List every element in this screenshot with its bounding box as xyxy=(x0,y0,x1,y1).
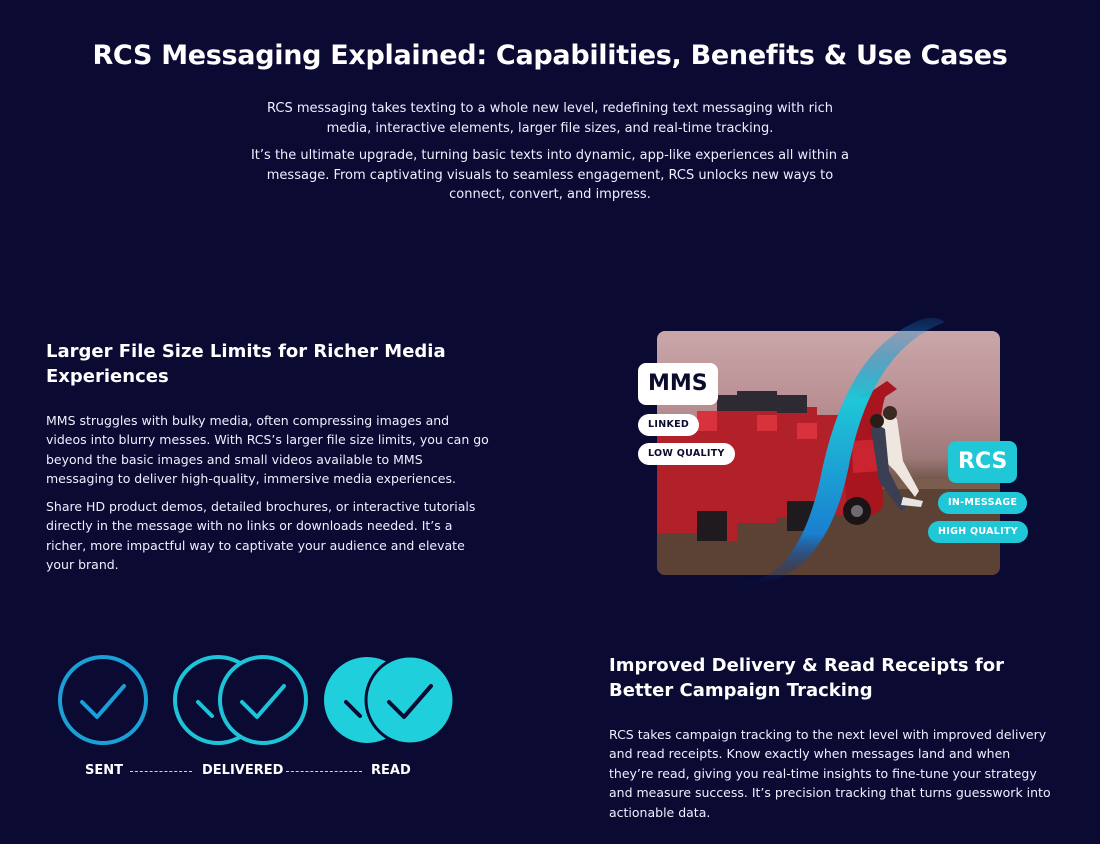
page-title: RCS Messaging Explained: Capabilities, B… xyxy=(92,40,1008,71)
delivered-double-check-icon xyxy=(173,655,308,745)
status-sent-label: SENT xyxy=(85,763,123,778)
mms-tag-linked: LINKED xyxy=(638,414,700,436)
swoosh-divider xyxy=(730,317,945,588)
status-delivered-label: DELIVERED xyxy=(202,763,284,778)
receipts-section-title: Improved Delivery & Read Receipts for Be… xyxy=(609,655,1004,701)
file-size-section-title: Larger File Size Limits for Richer Media… xyxy=(46,341,446,387)
rcs-tag-in-message: IN-MESSAGE xyxy=(938,492,1028,514)
hero-intro-paragraph: RCS messaging takes texting to a whole n… xyxy=(267,101,833,136)
hero-detail-paragraph: It’s the ultimate upgrade, turning basic… xyxy=(250,148,850,202)
rcs-tag-high-quality: HIGH QUALITY xyxy=(928,521,1028,543)
rcs-label: RCS xyxy=(948,441,1018,483)
mms-tag-low-quality: LOW QUALITY xyxy=(638,443,735,465)
receipts-paragraph: RCS takes campaign tracking to the next … xyxy=(609,727,1051,820)
message-status-illustration: SENT DELIVERED READ xyxy=(40,648,480,788)
sent-check-icon xyxy=(58,655,148,745)
status-connector-1 xyxy=(130,771,192,772)
status-read-label: READ xyxy=(371,763,411,778)
file-size-paragraph-1: MMS struggles with bulky media, often co… xyxy=(46,413,489,487)
status-connector-2 xyxy=(286,771,362,772)
media-comparison-illustration: MMS LINKED LOW QUALITY RCS IN-MESSAGE HI… xyxy=(620,310,1040,600)
mms-label: MMS xyxy=(638,363,718,405)
file-size-paragraph-2: Share HD product demos, detailed brochur… xyxy=(46,499,476,573)
status-icons xyxy=(58,654,456,746)
read-double-check-icon xyxy=(324,654,456,746)
